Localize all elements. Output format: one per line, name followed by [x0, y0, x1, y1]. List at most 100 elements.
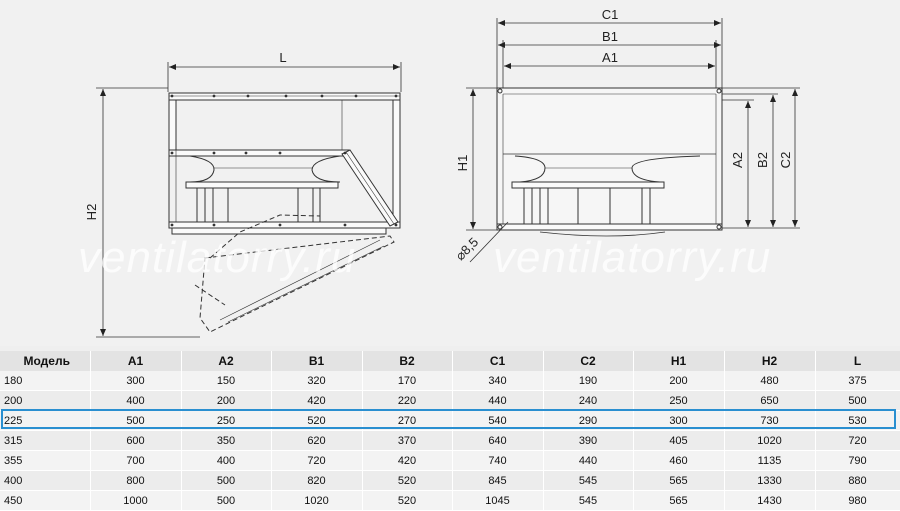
dim-label-H2: H2 — [84, 204, 99, 221]
table-cell: 340 — [452, 371, 544, 391]
table-cell: 300 — [90, 371, 182, 391]
table-cell: 400 — [181, 450, 272, 471]
table-cell: 980 — [815, 490, 900, 511]
front-view — [466, 18, 800, 263]
table-cell: 565 — [633, 470, 725, 491]
column-header: H1 — [633, 351, 725, 371]
table-cell: 225 — [0, 410, 91, 431]
dim-label-A1: A1 — [602, 50, 618, 65]
table-cell: 250 — [633, 390, 725, 411]
table-cell: 300 — [633, 410, 725, 431]
table-cell: 400 — [90, 390, 182, 411]
technical-drawing: L H2 — [78, 7, 800, 338]
table-cell: 565 — [633, 490, 725, 511]
table-cell: 170 — [362, 371, 453, 391]
table-cell: 220 — [362, 390, 453, 411]
table-cell: 620 — [271, 430, 363, 451]
table-cell: 200 — [0, 390, 91, 411]
table-cell: 520 — [362, 490, 453, 511]
table-cell: 200 — [181, 390, 272, 411]
table-cell: 375 — [815, 371, 900, 391]
table-cell: 180 — [0, 371, 91, 391]
side-view — [96, 62, 402, 338]
dim-label-L: L — [279, 50, 286, 65]
table-cell: 1330 — [724, 470, 816, 491]
drawing-svg: L H2 — [84, 7, 800, 338]
table-cell: 355 — [0, 450, 91, 471]
table-cell: 650 — [724, 390, 816, 411]
table-cell: 420 — [362, 450, 453, 471]
table-cell: 845 — [452, 470, 544, 491]
table-cell: 250 — [181, 410, 272, 431]
watermark-left: ventilatorry.ru — [78, 233, 357, 282]
table-cell: 420 — [271, 390, 363, 411]
table-cell: 370 — [362, 430, 453, 451]
column-header: H2 — [724, 351, 816, 371]
table-cell: 1430 — [724, 490, 816, 511]
table-cell: 540 — [452, 410, 544, 431]
table-cell: 720 — [271, 450, 363, 471]
table-cell: 820 — [271, 470, 363, 491]
table-cell: 790 — [815, 450, 900, 471]
dim-label-B2: B2 — [755, 152, 770, 168]
column-header: C1 — [452, 351, 544, 371]
table-cell: 1020 — [271, 490, 363, 511]
table-cell: 545 — [543, 490, 634, 511]
table-cell: 700 — [90, 450, 182, 471]
table-cell: 720 — [815, 430, 900, 451]
dim-label-A2: A2 — [730, 152, 745, 168]
table-cell: 880 — [815, 470, 900, 491]
table-cell: 1000 — [90, 490, 182, 511]
column-header: A1 — [90, 351, 182, 371]
table-cell: 1020 — [724, 430, 816, 451]
table-cell: 500 — [90, 410, 182, 431]
table-cell: 640 — [452, 430, 544, 451]
table-cell: 440 — [543, 450, 634, 471]
table-cell: 150 — [181, 371, 272, 391]
dim-label-C1: C1 — [602, 7, 619, 22]
table-cell: 270 — [362, 410, 453, 431]
table-cell: 200 — [633, 371, 725, 391]
table-cell: 730 — [724, 410, 816, 431]
table-cell: 480 — [724, 371, 816, 391]
table-cell: 520 — [362, 470, 453, 491]
table-cell: 190 — [543, 371, 634, 391]
table-cell: 500 — [181, 490, 272, 511]
table-cell: 400 — [0, 470, 91, 491]
column-header: B1 — [271, 351, 363, 371]
dim-label-C2: C2 — [778, 152, 793, 169]
table-cell: 600 — [90, 430, 182, 451]
table-cell: 800 — [90, 470, 182, 491]
table-cell: 390 — [543, 430, 634, 451]
table-cell: 530 — [815, 410, 900, 431]
table-cell: 1135 — [724, 450, 816, 471]
column-header: L — [815, 351, 900, 371]
table-cell: 290 — [543, 410, 634, 431]
column-header: B2 — [362, 351, 453, 371]
table-cell: 440 — [452, 390, 544, 411]
dim-label-B1: B1 — [602, 29, 618, 44]
column-header: A2 — [181, 351, 272, 371]
table-cell: 405 — [633, 430, 725, 451]
column-header: Модель — [0, 351, 91, 371]
table-cell: 315 — [0, 430, 91, 451]
dim-label-hole: ⌀8,5 — [452, 234, 481, 263]
table-cell: 1045 — [452, 490, 544, 511]
table-cell: 450 — [0, 490, 91, 511]
column-header: C2 — [543, 351, 634, 371]
table-cell: 740 — [452, 450, 544, 471]
dim-label-H1: H1 — [455, 155, 470, 172]
table-cell: 350 — [181, 430, 272, 451]
table-cell: 320 — [271, 371, 363, 391]
